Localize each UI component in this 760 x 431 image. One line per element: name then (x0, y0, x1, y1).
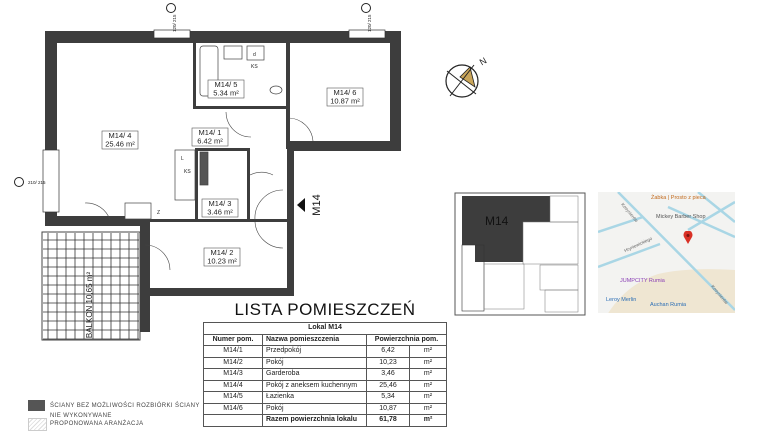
room-label: M14/ 210.23 m² (203, 247, 241, 267)
room-area: 10.87 m² (330, 97, 360, 106)
room-label-box (326, 87, 364, 107)
room-label: M14/ 610.87 m² (326, 87, 364, 107)
col-header: Numer pom. (203, 333, 263, 346)
table-caption: Lokal M14 (203, 322, 447, 335)
building-key-plan: M14 (454, 192, 586, 316)
room-id: M14/ 3 (209, 199, 232, 208)
fixture-label: KS (251, 64, 258, 70)
legend-not-built: NIE WYKONYWANE (50, 413, 112, 419)
room-label-box (207, 79, 245, 99)
windows (42, 29, 386, 213)
window-mark: 210/ 215 (28, 180, 46, 185)
col-header: Nazwa pomieszczenia (262, 333, 367, 346)
balcony-label: BALKON 10,65 m² (85, 272, 94, 339)
map-roads (598, 192, 735, 313)
room-id: M14/ 6 (334, 88, 357, 97)
cell-name: Garderoba (262, 368, 367, 381)
cell-unit: m² (409, 379, 447, 392)
legend-proposed: PROPONOWANA ARANŻACJA (50, 421, 144, 427)
total-area: 61,78 (366, 414, 410, 427)
cell-num: M14/1 (203, 345, 263, 358)
map-place[interactable]: Auchan Rumia (650, 302, 687, 308)
key-plan-label: M14 (485, 214, 509, 228)
toilet (269, 85, 283, 95)
balcony: BALKON 10,65 m² (41, 222, 150, 341)
cell-area: 25,46 (366, 379, 410, 392)
entrance-label: M14 (311, 194, 323, 215)
cell-name: Łazienka (262, 391, 367, 404)
room-label-box (203, 247, 241, 267)
room-label: M14/ 55.34 m² (207, 79, 245, 99)
location-pin-icon[interactable] (683, 231, 693, 244)
cell-unit: m² (409, 402, 447, 415)
room-label: M14/ 16.42 m² (191, 127, 229, 147)
legend-hatch-swatch (28, 418, 47, 431)
room-id: M14/ 5 (215, 80, 238, 89)
room-id: M14/ 2 (211, 248, 234, 257)
cell-name: Pokój z aneksem kuchennym (262, 379, 367, 392)
cell-unit: m² (409, 345, 447, 358)
room-list-title: LISTA POMIESZCZEŃ (234, 300, 416, 319)
cell-unit: m² (409, 356, 447, 369)
room-area: 5.34 m² (213, 89, 239, 98)
compass-icon: N (445, 55, 489, 98)
legend-wall-swatch (28, 400, 45, 411)
room-area: 10.23 m² (207, 257, 237, 266)
fixture-label: Z (157, 210, 160, 216)
fixture-label: L (181, 156, 184, 162)
room-id: M14/ 4 (109, 131, 132, 140)
window-mark: 120/ 215 (172, 14, 177, 32)
cell-area: 5,34 (366, 391, 410, 404)
room-id: M14/ 1 (199, 128, 222, 137)
cell-name: Przedpokój (262, 345, 367, 358)
legend-walls: ŚCIANY BEZ MOŻLIWOŚCI ROZBIÓRKI ŚCIANY (50, 403, 200, 409)
room-label-box (201, 198, 239, 218)
fixtures (124, 45, 283, 220)
cell-num: M14/6 (203, 402, 263, 415)
table-total-row: Razem powierzchnia lokalu 61,78 m² (203, 414, 447, 427)
doors (84, 111, 314, 271)
cell-num: M14/3 (203, 368, 263, 381)
cell-name: Pokój (262, 356, 367, 369)
window-mark: 120/ 215 (367, 14, 372, 32)
map-place[interactable]: Żabka | Prosto z pieca (651, 195, 706, 201)
cell-area: 6,42 (366, 345, 410, 358)
cell-unit: m² (409, 391, 447, 404)
cell-num: M14/5 (203, 391, 263, 404)
sink (223, 45, 243, 60)
fixture-label: d (253, 52, 256, 58)
total-label: Razem powierzchnia lokalu (262, 414, 367, 427)
cell-area: 10,23 (366, 356, 410, 369)
cell-area: 10,87 (366, 402, 410, 415)
cell-num: M14/2 (203, 356, 263, 369)
room-label: M14/ 33.46 m² (201, 198, 239, 218)
room-area: 25.46 m² (105, 140, 135, 149)
cell-area: 3,46 (366, 368, 410, 381)
room-area: 6.42 m² (197, 137, 223, 146)
location-map[interactable]: Żabka | Prosto z pieca Mickey Barber Sho… (598, 192, 735, 313)
entrance-arrow-icon (297, 198, 305, 212)
compass-letter: N (478, 55, 489, 67)
map-place[interactable]: Mickey Barber Shop (656, 214, 706, 220)
room-table: Lokal M14 Numer pom. Nazwa pomieszczenia… (203, 322, 447, 427)
fixture-label: KS (184, 169, 191, 175)
cell-unit: m² (409, 368, 447, 381)
map-place[interactable]: Leroy Merlin (606, 297, 637, 303)
room-area: 3.46 m² (207, 208, 233, 217)
cell-num: M14/4 (203, 379, 263, 392)
total-unit: m² (409, 414, 447, 427)
col-header: Powierzchnia pom. (366, 333, 447, 346)
room-label: M14/ 425.46 m² (101, 130, 139, 150)
map-place[interactable]: JUMPCITY Rumia (620, 278, 665, 284)
cell-name: Pokój (262, 402, 367, 415)
room-label-box (101, 130, 139, 150)
room-label-box (191, 127, 229, 147)
